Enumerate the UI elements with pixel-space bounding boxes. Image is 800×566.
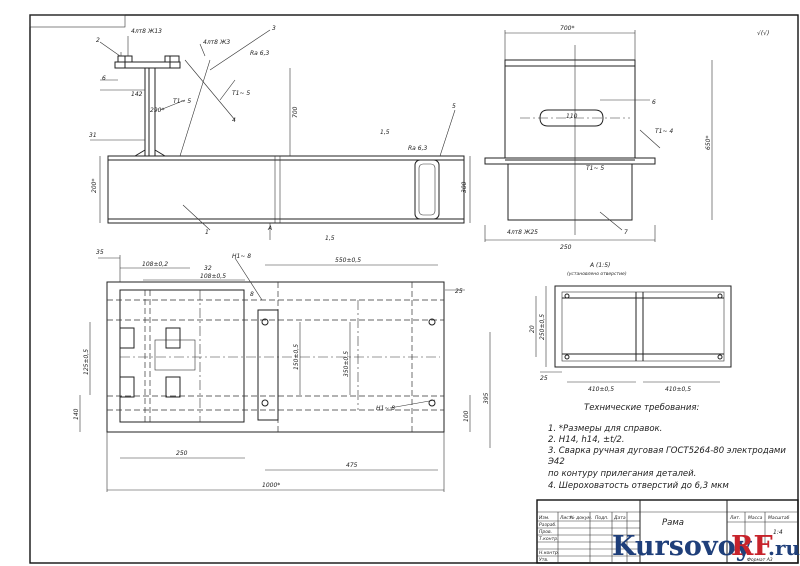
requirement-3c: по контуру прилегания деталей.	[548, 469, 696, 479]
requirement-2: 2. H14, h14, ±t/2.	[548, 435, 624, 445]
flat-15: 1,5	[380, 129, 390, 136]
dim-350: 350±0,5	[343, 351, 350, 377]
dim-125: 125±0,5	[83, 349, 90, 375]
part-name: Рама	[662, 518, 684, 528]
dim-410-a: 410±0,5	[588, 386, 614, 393]
dim-35: 35	[96, 249, 104, 256]
weld-label-t5: Т1~ 5	[232, 90, 250, 97]
dim-108: 108±0,2	[142, 261, 168, 268]
dim-200: 200*	[91, 179, 98, 193]
dim-410-b: 410±0,5	[665, 386, 691, 393]
sheet-frame	[29, 14, 799, 564]
dim-250-plan: 250	[176, 450, 188, 457]
dim-475: 475	[346, 462, 358, 469]
tb-doc: № докум.	[569, 515, 592, 521]
roughness-mid: Ra 6,3	[408, 145, 427, 152]
leader-6: 6	[652, 99, 656, 106]
leader-3: 3	[272, 25, 276, 32]
dim-700: 700	[292, 106, 299, 118]
tb-data: Дата	[613, 515, 626, 521]
dim-32: 32	[204, 265, 212, 272]
leader-5: 5	[452, 103, 456, 110]
leader-2: 2	[96, 37, 100, 44]
dim-100: 100	[463, 410, 470, 422]
tb-scale-value: 1:4	[773, 529, 783, 536]
dim-250-side: 250	[560, 244, 572, 251]
side-view: 700* 650* 250 110 4лт8 Ж25 Т1~ 4 Т1~ 5 6…	[484, 25, 769, 251]
watermark-part3: .ru	[768, 536, 800, 560]
tb-nkontr: Н.контр.	[539, 550, 559, 556]
title-block: Изм. Лист № докум. Подп. Дата Разраб. Пр…	[536, 499, 799, 564]
flat-1: 1,5	[325, 235, 335, 242]
dim-650: 650*	[705, 136, 712, 150]
watermark-part1: Kursovoy	[612, 531, 753, 562]
tb-tkontr: Т.контр.	[539, 536, 559, 542]
front-view: 4лт8 Ж13 4лт8 Ж3 Ra 6,3 142 6 290* 700 3…	[89, 25, 471, 242]
dim-1000: 1000*	[262, 482, 280, 489]
requirement-3b: Э42	[547, 457, 565, 467]
tb-podp: Подп.	[595, 515, 609, 521]
dim-700-side: 700*	[560, 25, 574, 32]
dim-top-weld: 4лт8 Ж13	[131, 28, 162, 35]
view-a-title: А (1:5)	[589, 262, 610, 269]
dim-290: 290*	[150, 107, 164, 114]
tb-list: Лист	[559, 515, 572, 521]
leader-4: 4	[232, 117, 236, 124]
dim-110: 110	[566, 113, 578, 120]
side-weld: 4лт8 Ж25	[507, 229, 538, 236]
watermark-logo: Kursovoy RF .ru	[612, 531, 800, 562]
weld-label-n8: Н1~ 8	[376, 405, 395, 412]
requirement-3: 3. Сварка ручная дуговая ГОСТ5264-80 эле…	[548, 446, 786, 456]
tb-format: Формат А3	[747, 557, 773, 563]
tb-massa: Масса	[748, 515, 763, 521]
dim-31: 31	[89, 132, 97, 139]
weld-label-t4: Т1~ 4	[655, 128, 673, 135]
dim-300: 300	[461, 181, 468, 193]
requirement-1: 1. *Размеры для справок.	[548, 424, 662, 434]
leader-7: 7	[624, 229, 628, 236]
tb-lit: Лит.	[729, 515, 740, 521]
section-marker-a: А	[267, 225, 272, 232]
dim-25: 25	[455, 288, 463, 295]
tb-izm: Изм.	[539, 515, 550, 521]
weld-label-t3: Т1~ 5	[173, 98, 191, 105]
plan-view: 35 108±0,2 108±0,5 32 550±0,5 25 125±0,5…	[73, 249, 491, 492]
tb-razrab: Разраб.	[539, 522, 557, 528]
view-a-subtitle: (установлено отверстие)	[567, 271, 627, 277]
weld-label-side: Т1~ 5	[586, 165, 604, 172]
dim-20: 20	[529, 325, 536, 333]
view-a: А (1:5) (установлено отверстие) 250±0,5 …	[529, 262, 732, 393]
dim-top-weld-2: 4лт8 Ж3	[203, 39, 230, 46]
leader-8: 8	[250, 291, 254, 298]
watermark-part2: RF	[731, 531, 773, 562]
roughness-top: Ra 6,3	[250, 50, 269, 57]
tb-masshtab: Масштаб	[768, 515, 790, 521]
dim-150: 150±0,5	[293, 344, 300, 370]
requirements-heading: Технические требования:	[584, 403, 699, 413]
tb-prov: Пров.	[539, 529, 552, 535]
roughness-corner: √(√)	[757, 30, 769, 37]
dim-395: 395	[483, 392, 490, 404]
tb-sheet: Лист	[729, 547, 742, 553]
tb-utv: Утв.	[539, 557, 548, 563]
weld-label-plan: Н1~ 8	[232, 253, 251, 260]
dim-250-a: 250±0,5	[539, 314, 546, 340]
requirement-4: 4. Шероховатость отверстий до 6,3 мкм	[548, 481, 729, 491]
dim-108b: 108±0,5	[200, 273, 226, 280]
dim-142: 142	[131, 91, 143, 98]
technical-requirements: Технические требования: 1. *Размеры для …	[547, 403, 786, 491]
dim-6: 6	[102, 75, 106, 82]
dim-550: 550±0,5	[335, 257, 361, 264]
dim-25-a: 25	[540, 375, 548, 382]
dim-140: 140	[73, 408, 80, 420]
leader-1: 1	[205, 229, 209, 236]
